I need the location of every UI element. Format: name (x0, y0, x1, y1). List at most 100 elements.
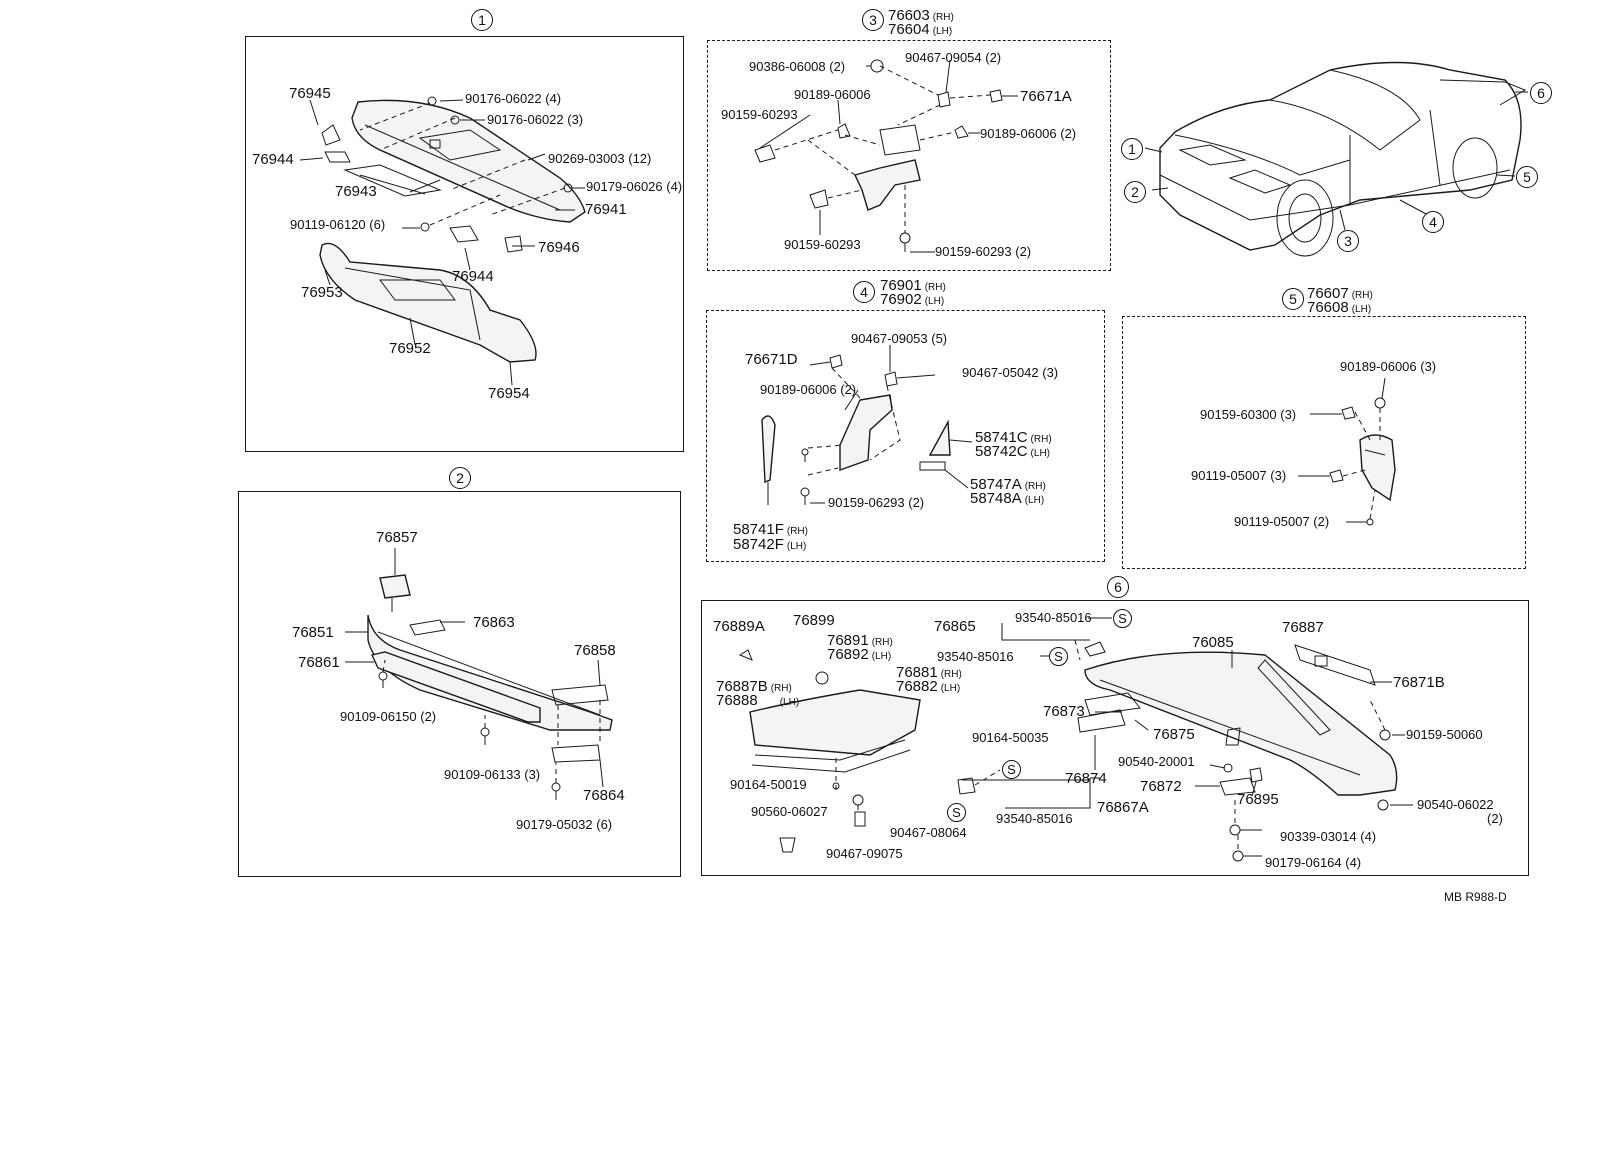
section-3-number: 3 (862, 9, 884, 31)
part-label: 76861 (298, 654, 340, 671)
part-label: 76872 (1140, 778, 1182, 795)
part-label: 90560-06027 (751, 804, 828, 819)
part-label: 90189-06006 (2) (760, 382, 857, 397)
section-4-number: 4 (853, 281, 875, 303)
section-5-number: 5 (1282, 288, 1304, 310)
part-label: 90189-06006 (2) (980, 126, 1077, 141)
quarter-molding-drawing (761, 345, 973, 505)
section-6-frame (701, 600, 1529, 876)
part-label: 90540-06022 (1417, 797, 1494, 812)
car-overview-drawing (1144, 61, 1528, 257)
part-label: 76863 (473, 614, 515, 631)
part-label: 90159-50060 (1406, 727, 1483, 742)
section-3-title-lh: 76604(LH) (888, 21, 953, 38)
part-label: 90179-06026 (4) (586, 179, 683, 194)
part-label: 76943 (335, 183, 377, 200)
car-callout-4: 4 (1422, 211, 1444, 233)
part-label: 76954 (488, 385, 530, 402)
part-label: 76671D (745, 351, 798, 368)
mudguard-rear-drawing (1298, 377, 1396, 526)
section-5-frame (1122, 316, 1526, 569)
part-label: 90179-05032 (6) (516, 817, 613, 832)
part-label: 93540-85016 (996, 811, 1073, 826)
part-label: 90159-60293 (784, 237, 861, 252)
part-label: 76085 (1192, 634, 1234, 651)
part-label: 90159-06293 (2) (828, 495, 925, 510)
part-label: 76865 (934, 618, 976, 635)
part-label: 76888(LH) (716, 692, 800, 709)
part-label: 76899 (793, 612, 835, 629)
car-callout-1: 1 (1121, 138, 1143, 160)
part-label: 76875 (1153, 726, 1195, 743)
section-2-number: 2 (449, 467, 471, 489)
part-label: 76944 (252, 151, 294, 168)
part-label: 76891(RH) (827, 632, 893, 649)
section-4-title-lh: 76902(LH) (880, 291, 945, 308)
part-label: 90109-06133 (3) (444, 767, 541, 782)
part-label: 76889A (713, 618, 765, 635)
part-label: 90189-06006 (794, 87, 871, 102)
part-label: 90109-06150 (2) (340, 709, 437, 724)
part-label: 76895 (1237, 791, 1279, 808)
part-label: 58742C(LH) (975, 443, 1050, 460)
section-5-title-lh: 76608(LH) (1307, 299, 1372, 316)
part-label: 76864 (583, 787, 625, 804)
section-6-number: 6 (1107, 576, 1129, 598)
section-1-number: 1 (471, 9, 493, 31)
part-label: 76944 (452, 268, 494, 285)
part-label: 58741C(RH) (975, 429, 1052, 446)
part-label: 90467-05042 (3) (962, 365, 1059, 380)
part-label: 76945 (289, 85, 331, 102)
part-label: 90176-06022 (4) (465, 91, 562, 106)
part-label: 90189-06006 (3) (1340, 359, 1437, 374)
front-spoiler-drawing (299, 96, 586, 386)
part-label: 90467-09075 (826, 846, 903, 861)
part-label: 90159-60293 (2) (935, 244, 1032, 259)
car-callout-2: 2 (1124, 181, 1146, 203)
part-label: 76953 (301, 284, 343, 301)
part-label: 90119-05007 (3) (1191, 468, 1287, 483)
part-label: 58742F(LH) (733, 536, 807, 553)
part-label: 76882(LH) (896, 678, 961, 695)
part-label: 76874 (1065, 770, 1107, 787)
s-marker: S (1002, 760, 1021, 779)
part-label: 90467-09053 (5) (851, 331, 948, 346)
front-lower-spoiler-drawing (345, 548, 613, 800)
part-label: 90386-06008 (2) (749, 59, 846, 74)
section-1-frame (245, 36, 684, 452)
part-label: 76946 (538, 239, 580, 256)
part-label: 93540-85016 (937, 649, 1014, 664)
section-4-frame (706, 310, 1105, 562)
part-label: 58747A(RH) (970, 476, 1046, 493)
part-label: 58741F(RH) (733, 521, 808, 538)
part-label: 76858 (574, 642, 616, 659)
s-marker: S (1113, 609, 1132, 628)
s-marker: S (947, 803, 966, 822)
car-callout-6: 6 (1530, 82, 1552, 104)
part-label: 90176-06022 (3) (487, 112, 584, 127)
part-label: (2) (1487, 811, 1503, 826)
section-4-title-rh: 76901(RH) (880, 277, 946, 294)
part-label: 76857 (376, 529, 418, 546)
part-label: 76867A (1097, 799, 1149, 816)
part-label: 90467-08064 (890, 825, 967, 840)
section-3-title-rh: 76603(RH) (888, 7, 954, 24)
mudguard-front-drawing (754, 59, 1018, 253)
part-label: 90339-03014 (4) (1280, 829, 1377, 844)
part-label: 76892(LH) (827, 646, 892, 663)
part-label: 90467-09054 (2) (905, 50, 1002, 65)
part-label: 76881(RH) (896, 664, 962, 681)
part-label: 76941 (585, 201, 627, 218)
part-label: 90164-50035 (972, 730, 1049, 745)
car-callout-3: 3 (1337, 230, 1359, 252)
part-label: 76952 (389, 340, 431, 357)
part-label: 76671A (1020, 88, 1072, 105)
part-label: 76887B(RH) (716, 678, 792, 695)
part-label: 76873 (1043, 703, 1085, 720)
section-3-frame (707, 40, 1111, 271)
part-label: 90159-60300 (3) (1200, 407, 1297, 422)
part-label: 90119-06120 (6) (290, 217, 386, 232)
rear-spoiler-drawing (738, 617, 1413, 862)
